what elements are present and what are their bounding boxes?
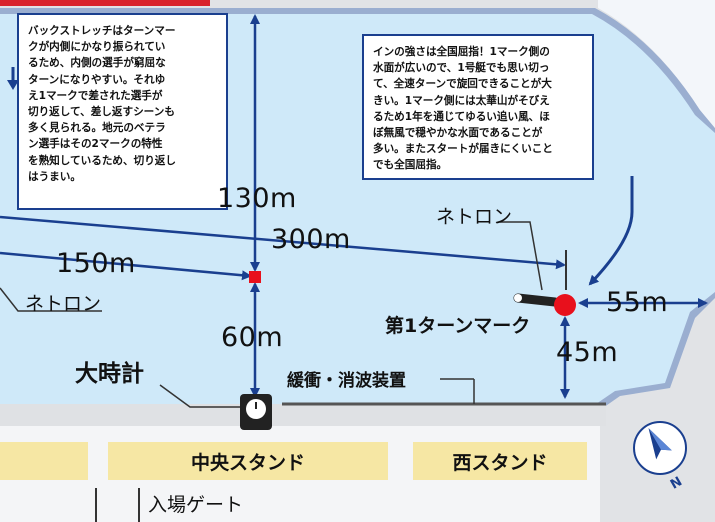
first-turn-mark-label: 第1ターンマーク bbox=[385, 315, 531, 337]
netron-right-leader bbox=[500, 221, 543, 291]
arrow-150m bbox=[0, 251, 252, 281]
distance-150m-label: 150m bbox=[56, 248, 136, 279]
top-edge-strip bbox=[0, 0, 210, 6]
left-note-arrowhead bbox=[7, 80, 19, 90]
distance-60m-label: 60m bbox=[221, 322, 284, 353]
entrance-gate-label: 入場ゲート bbox=[148, 494, 244, 516]
first-turn-mark bbox=[554, 294, 576, 316]
netron-left-label: ネトロン bbox=[25, 293, 102, 315]
distance-45m-label: 45m bbox=[556, 337, 619, 368]
stand-left bbox=[0, 442, 88, 480]
note-pointer-arrow bbox=[588, 176, 634, 286]
clock-leader bbox=[159, 384, 240, 408]
netron-left-leader bbox=[0, 287, 102, 312]
compass-icon bbox=[633, 421, 687, 475]
distance-55m-label: 55m bbox=[606, 287, 669, 318]
center-stand: 中央スタンド bbox=[108, 442, 388, 480]
distance-300m-label: 300m bbox=[271, 224, 351, 255]
netron-right-label: ネトロン bbox=[436, 206, 513, 228]
shore-patch bbox=[598, 0, 715, 128]
arrow-300m bbox=[0, 215, 566, 270]
inside-strength-note: インの強さは全国屈指！1マーク側の 水面が広いので、1号艇でも思い切っ て、全速… bbox=[362, 34, 594, 180]
netron-buoy bbox=[513, 293, 560, 307]
backstretch-note: バックストレッチはターンマー クが内側にかなり振られてい るため、内側の選手が窮… bbox=[17, 13, 228, 210]
distance-130m-label: 130m bbox=[217, 183, 297, 214]
clock-label: 大時計 bbox=[75, 361, 144, 387]
netron-buoy-tip bbox=[514, 294, 522, 302]
promenade bbox=[0, 404, 606, 426]
center-mark bbox=[249, 271, 261, 283]
wave-absorber-label: 緩衝・消波装置 bbox=[287, 371, 406, 391]
west-stand: 西スタンド bbox=[413, 442, 587, 480]
